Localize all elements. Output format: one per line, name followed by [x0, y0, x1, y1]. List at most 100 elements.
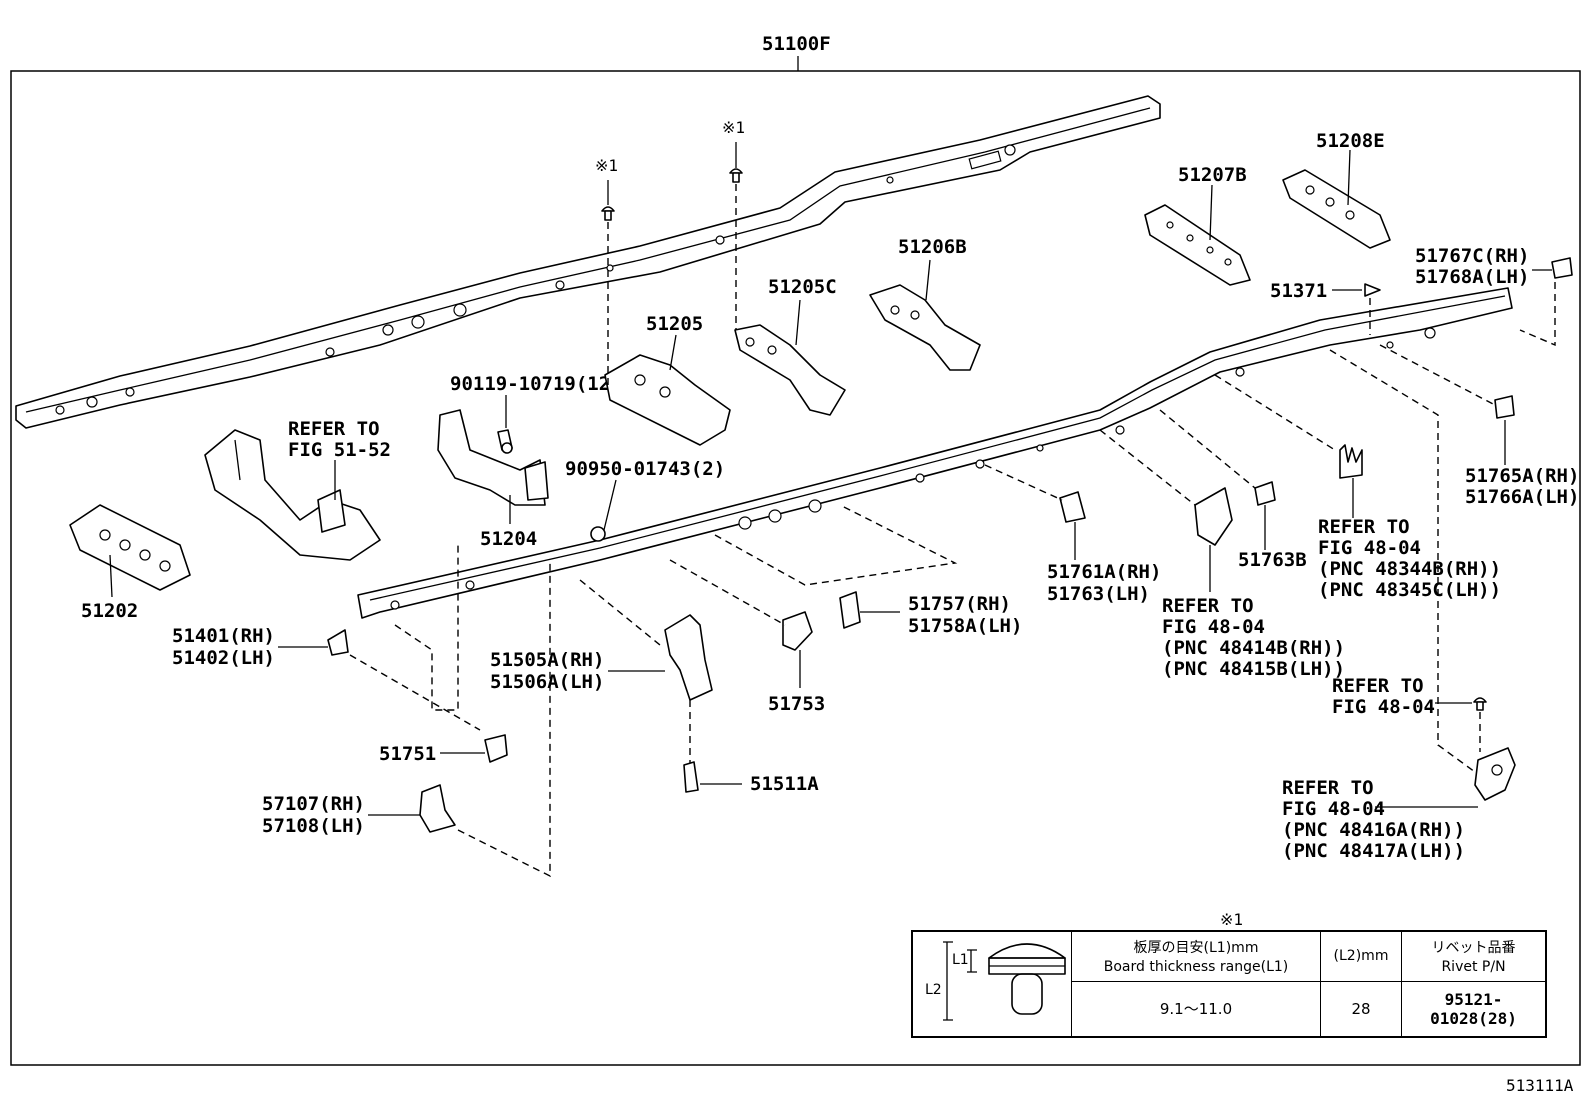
- bracket-51401-shape: [327, 629, 349, 656]
- bracket-51753-shape: [782, 611, 813, 651]
- leader-90950: [603, 479, 617, 531]
- refer-48344-line1: REFER TO: [1318, 516, 1410, 538]
- dashed-guide: [669, 559, 786, 626]
- part-label-51767c: 51767C(RH): [1415, 245, 1529, 267]
- rivet-icon: [601, 206, 615, 221]
- bracket-51204-shape: [437, 409, 549, 506]
- stopper-51371-shape: [1364, 283, 1381, 297]
- rivet-spec-table: L1 L2 板厚の目安(L1)mm Board thickness range(…: [911, 930, 1547, 1038]
- rivet-diagram-cell: L1 L2: [911, 930, 1072, 1038]
- dashed-guide: [1329, 349, 1476, 773]
- refer-48344-line3: (PNC 48344B(RH)): [1318, 558, 1501, 580]
- rivet-dimension-diagram: L1 L2: [925, 941, 1066, 1021]
- dashed-guide: [457, 560, 551, 878]
- bracket-51505a-shape: [664, 614, 713, 701]
- leader-51207b: [1209, 184, 1213, 241]
- thickness-header-jp: 板厚の目安(L1)mm: [1133, 940, 1259, 957]
- rivet-icon: [729, 168, 743, 183]
- refer-51-52-line1: REFER TO: [288, 418, 380, 440]
- bolt-90119-shape: [497, 429, 513, 454]
- part-label-51401: 51401(RH): [172, 625, 275, 647]
- hanger-48416a-shape: [1474, 747, 1516, 801]
- dashed-guide: [1099, 429, 1196, 506]
- leader-51208e: [1347, 149, 1351, 206]
- rivet-note-mark-2: ※1: [722, 118, 745, 137]
- part-label-51761a: 51761A(RH): [1047, 561, 1161, 583]
- refer-48414-line1: REFER TO: [1162, 595, 1254, 617]
- part-label-51506a: 51506A(LH): [490, 671, 604, 693]
- part-label-51758a: 51758A(LH): [908, 615, 1022, 637]
- part-label-90950: 90950-01743(2): [565, 458, 725, 480]
- bracket-51757-shape: [839, 591, 861, 629]
- part-label-51751: 51751: [379, 743, 436, 765]
- part-label-51765a: 51765A(RH): [1465, 465, 1579, 487]
- leader-51206b: [925, 259, 931, 301]
- refer-51-52-line2: FIG 51-52: [288, 439, 391, 461]
- refer-48416-line4: (PNC 48417A(LH)): [1282, 840, 1465, 862]
- bracket-51765a-shape: [1494, 395, 1515, 419]
- dashed-guide: [1379, 344, 1496, 406]
- refer-48416-line1: REFER TO: [1282, 777, 1374, 799]
- bracket-57107-shape: [419, 784, 456, 833]
- frame-rail-upper: [15, 95, 1161, 429]
- thickness-header-cell: 板厚の目安(L1)mm Board thickness range(L1): [1071, 930, 1321, 982]
- bracket-51751-shape: [484, 734, 508, 763]
- part-label-51402: 51402(LH): [172, 647, 275, 669]
- refer-48414-line4: (PNC 48415B(LH)): [1162, 658, 1345, 680]
- dashed-guide: [579, 579, 661, 646]
- leader-51205c: [795, 299, 801, 346]
- part-label-51757: 51757(RH): [908, 593, 1011, 615]
- cross-member-51202-shape: [69, 504, 191, 591]
- part-label-51205: 51205: [646, 313, 703, 335]
- refer-48344-line2: FIG 48-04: [1318, 537, 1421, 559]
- assembly-border: [10, 70, 1581, 1066]
- part-label-57108: 57108(LH): [262, 815, 365, 837]
- rivet-table-note-mark: ※1: [1220, 910, 1243, 929]
- cross-member-51205c-shape: [734, 324, 846, 416]
- thickness-header-en: Board thickness range(L1): [1103, 959, 1289, 976]
- rivet-pn-value: 95121-01028(28): [1401, 980, 1547, 1038]
- part-label-51753: 51753: [768, 693, 825, 715]
- bracket-51767c-shape: [1551, 257, 1573, 279]
- refer-48416-line2: FIG 48-04: [1282, 798, 1385, 820]
- cross-member-51205-shape: [604, 354, 731, 446]
- engine-mount-assembly-shape: [204, 429, 381, 561]
- dim-l1-label: L1: [952, 952, 969, 968]
- cross-member-51208e-shape: [1282, 169, 1391, 249]
- dashed-guide: [1214, 374, 1336, 451]
- part-label-90119: 90119-10719(12): [450, 373, 622, 395]
- part-label-51768a: 51768A(LH): [1415, 266, 1529, 288]
- dashed-guide: [394, 545, 459, 711]
- dashed-guide: [1519, 282, 1556, 347]
- dashed-guide: [714, 504, 958, 586]
- nut-90950-shape: [590, 526, 606, 542]
- rivet-icon: [1473, 697, 1487, 711]
- bracket-51763b-shape: [1254, 481, 1276, 506]
- refer-48-04-line2: FIG 48-04: [1332, 696, 1435, 718]
- part-label-51205c: 51205C: [768, 276, 837, 298]
- bracket-48414b-shape: [1194, 487, 1233, 546]
- part-label-51208e: 51208E: [1316, 130, 1385, 152]
- part-label-51505a: 51505A(RH): [490, 649, 604, 671]
- figure-code: 513111A: [1506, 1076, 1574, 1095]
- part-label-51371: 51371: [1270, 280, 1327, 302]
- leader-51202: [109, 554, 113, 598]
- refer-48-04-line1: REFER TO: [1332, 675, 1424, 697]
- part-label-51763b: 51763B: [1238, 549, 1307, 571]
- cross-member-51206b-shape: [869, 284, 981, 371]
- part-label-51207b: 51207B: [1178, 164, 1247, 186]
- rivet-pn-header-cell: リベット品番 Rivet P/N: [1401, 930, 1547, 982]
- assembly-number-label: 51100F: [762, 33, 831, 55]
- thickness-range-value: 9.1～11.0: [1071, 980, 1321, 1038]
- bracket-51761a-shape: [1059, 491, 1086, 523]
- rivet-pn-header-en: Rivet P/N: [1441, 959, 1506, 976]
- dim-l2-label: L2: [925, 982, 942, 998]
- rivet-note-mark-1: ※1: [595, 156, 618, 175]
- l2-header-cell: (L2)mm: [1320, 930, 1402, 982]
- part-label-51206b: 51206B: [898, 236, 967, 258]
- part-label-51202: 51202: [81, 600, 138, 622]
- part-label-51511a: 51511A: [750, 773, 819, 795]
- part-label-51766a: 51766A(LH): [1465, 486, 1579, 508]
- leader-51205: [669, 334, 677, 371]
